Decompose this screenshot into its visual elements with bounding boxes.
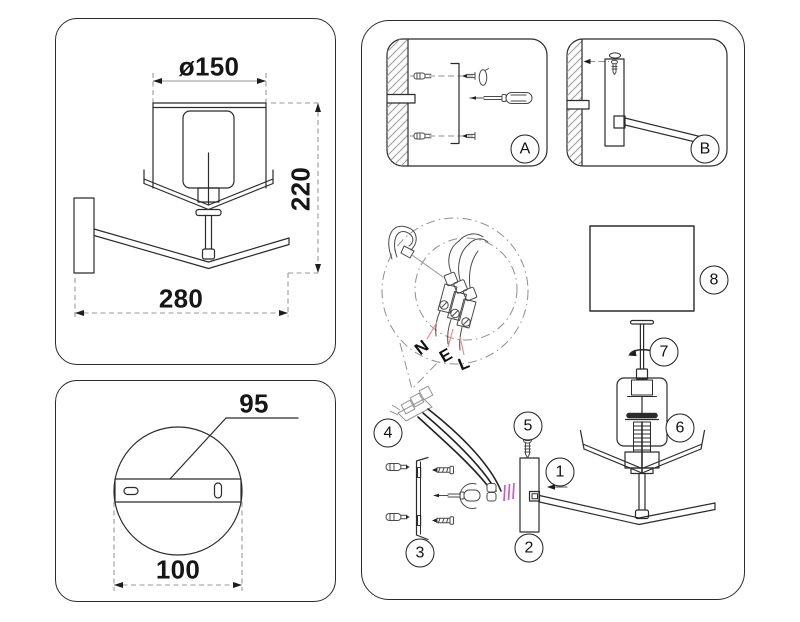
part-badge-7: 7 [649,337,679,367]
assembly-drawing [381,38,728,541]
earth-wire-icon [388,225,444,278]
screw-icon [432,516,454,525]
part-arm-assembly [538,494,716,526]
part-socket [616,377,668,474]
insert-arrow [547,484,568,490]
height-dimension-lines [271,102,321,317]
diameter-dimension-lines [152,73,267,103]
wall-arm [73,197,290,274]
mounting-bracket-a [450,62,460,145]
terminal-block-icon [435,233,489,351]
panel-assembly-instructions: A B 1 2 3 4 5 6 7 8 N E L [361,20,745,600]
panel-backplate-dimensions: 95 100 [55,380,336,602]
part-backplate [519,457,541,533]
terminal-mini-icon [389,385,434,422]
wire-tips [503,482,515,502]
shade-holder-arms [143,169,274,217]
plate-width-label: 100 [155,554,201,585]
step-badge-b: B [690,134,720,164]
lamp-shade-outline [152,102,267,189]
wall-anchor-icon [413,132,432,140]
wire-connectors [486,483,497,502]
width-dimension-label: 280 [158,283,204,314]
cable-clamp-icon [459,483,477,509]
wiring-callout [381,217,529,390]
part-mounting-hardware [385,456,481,541]
backplate-drawing [113,417,299,591]
mounting-bracket [415,456,429,541]
part-terminal-block [389,385,515,502]
lamp-backplate-b [604,52,625,147]
part-badge-6: 6 [665,413,695,443]
wire-leader-lines [426,321,465,356]
part-badge-1: 1 [545,457,575,487]
width-dimension-lines [74,278,288,317]
wall-anchor-icon [385,463,410,471]
backplate-outline [113,426,243,556]
set-screw-icon [611,59,618,75]
side-view-drawing [73,73,321,317]
step-badge-a: A [510,134,540,164]
screw-icon [432,465,454,475]
inner-diffuser [182,110,235,206]
part-badge-5: 5 [513,411,543,441]
hole-pitch-label: 95 [239,388,269,419]
drill-centerlines [410,75,475,137]
part-badge-8: 8 [699,265,729,295]
part-badge-3: 3 [405,538,435,568]
height-dimension-label: 220 [285,166,316,212]
part-badge-4: 4 [373,418,403,448]
part-set-screw [523,437,532,459]
inset-step-a [386,38,548,167]
alignment-arrow [583,58,609,65]
plate-width-dimension-lines [113,502,243,591]
wall-hatch-a [387,39,416,166]
lamp-stem [201,214,216,260]
part-shade [589,225,695,312]
shade-diameter-label: ø150 [178,51,240,82]
screwdriver-icon [469,92,533,104]
part-badge-2: 2 [514,533,544,563]
lead-wires [417,408,502,492]
screw-side-icon [478,68,489,86]
wall-hatch-b [567,39,590,166]
screwdriver-icon [433,489,481,502]
screw-icon [462,132,476,140]
screw-icon [462,72,476,80]
wall-anchor-icon [413,72,432,80]
inset-step-b [566,38,728,167]
hole-pitch-leader [169,417,299,480]
panel-side-view-dimensions: ø150 220 280 [55,18,336,365]
wall-anchor-icon [385,513,410,521]
